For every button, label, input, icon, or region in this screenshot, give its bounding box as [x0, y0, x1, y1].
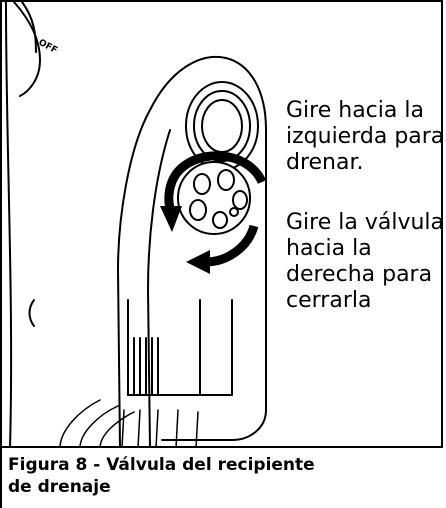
caption-rule — [0, 448, 2, 508]
dial-inner — [21, 1, 37, 53]
sight-window-mid — [193, 90, 251, 162]
callout-line: Gire hacia la — [286, 98, 424, 123]
callout-clockwise: Gire la válvula hacia la derecha para ce… — [286, 210, 444, 314]
callout-line: cerrarla — [286, 288, 372, 313]
lower-housing — [127, 299, 233, 396]
caption-line-2: de drenaje — [8, 477, 111, 497]
counterclockwise-arrow-icon — [160, 151, 267, 232]
drain-valve-knob — [177, 161, 251, 235]
callout-line: izquierda para — [286, 124, 445, 149]
dial-outline — [13, 1, 41, 97]
callout-line: drenar. — [286, 150, 364, 175]
tank-housing — [117, 55, 267, 448]
appliance-body-edge — [5, 1, 13, 448]
drain-valve-illustration: OFF — [5, 1, 267, 448]
figure-caption: Figura 8 - Válvula del recipiente de dre… — [8, 454, 315, 498]
callout-line: Gire la válvula — [286, 210, 445, 235]
callout-line: hacia la — [286, 236, 372, 261]
side-notch — [28, 299, 35, 327]
clockwise-arrow-icon — [186, 224, 259, 274]
callout-line: derecha para — [286, 262, 433, 287]
vent-grille — [127, 337, 159, 396]
callout-counterclockwise: Gire hacia la izquierda para drenar. — [286, 98, 444, 176]
sight-window-inner — [201, 99, 243, 153]
base-vent — [59, 399, 199, 448]
caption-line-1: Figura 8 - Válvula del recipiente — [8, 455, 315, 475]
tank-housing-inner — [147, 129, 171, 448]
